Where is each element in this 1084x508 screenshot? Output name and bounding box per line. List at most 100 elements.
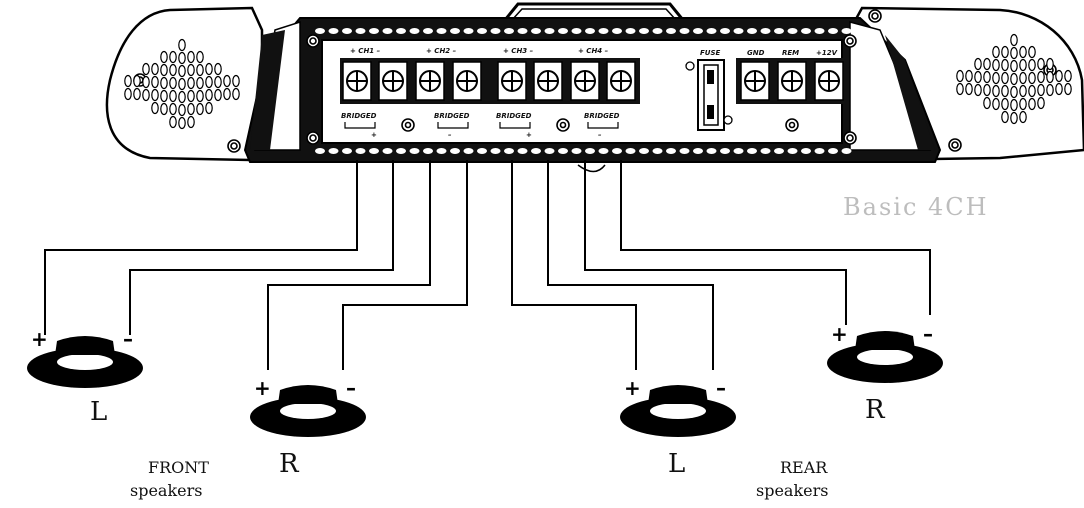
vent-hole [187, 76, 195, 90]
vent-hole [1019, 110, 1027, 124]
speaker-rear-left: +– [620, 376, 736, 437]
chassis-hole [720, 28, 730, 34]
chassis-hole [450, 148, 460, 154]
vent-hole [1037, 57, 1045, 71]
diagram-title: Basic 4CH [843, 193, 989, 221]
chassis-hole [841, 148, 852, 154]
power-terminals [740, 61, 844, 101]
chassis-hole [463, 148, 474, 154]
chassis-hole [706, 28, 717, 34]
channel-label: + CH2 – [426, 47, 457, 55]
chassis-hole [558, 28, 568, 34]
chassis-hole [612, 28, 622, 34]
rear-right-label: R [865, 395, 886, 425]
vent-hole [1019, 97, 1027, 111]
bridge-bracket [344, 122, 376, 129]
chassis-hole [517, 28, 528, 34]
chassis-hole [760, 148, 771, 154]
chassis-hole [436, 28, 447, 34]
bridged-label: BRIDGED [341, 112, 377, 120]
chassis-hole [693, 148, 703, 154]
chassis-hole [544, 28, 555, 34]
vent-hole [151, 101, 159, 115]
chassis-hole [423, 28, 433, 34]
chassis-hole [679, 148, 690, 154]
vent-hole [992, 58, 1000, 72]
chassis-hole [531, 28, 541, 34]
vent-hole [187, 50, 195, 64]
chassis-hole [517, 148, 528, 154]
chassis-hole [679, 28, 690, 34]
chassis-hole [396, 28, 406, 34]
bridged-labels: BRIDGED+BRIDGED–BRIDGED+BRIDGED– [341, 112, 620, 139]
vent-hole [160, 102, 168, 116]
vent-hole [214, 62, 222, 76]
vent-hole [1010, 46, 1018, 60]
vent-hole [1028, 71, 1036, 85]
speaker-wire [511, 160, 637, 370]
chassis-hole [342, 28, 352, 34]
vent-hole [160, 63, 168, 77]
bridge-mark: + [526, 131, 532, 139]
vent-hole [169, 50, 177, 64]
vent-hole [1046, 70, 1054, 84]
channel-label: + CH4 – [578, 47, 609, 55]
chassis-hole [652, 148, 663, 154]
gnd-label: GND [747, 49, 765, 57]
rear-left-label: L [668, 449, 685, 479]
chassis-hole [342, 148, 352, 154]
chassis-hole [571, 148, 582, 154]
chassis-hole [396, 148, 406, 154]
vent-hole [956, 82, 964, 96]
speaker-minus-sign: – [346, 376, 356, 400]
speaker-wires [44, 160, 931, 370]
12v-label: +12V [816, 49, 838, 57]
vent-hole [974, 57, 982, 71]
vent-hole [1028, 45, 1036, 59]
vent-hole [1028, 58, 1036, 72]
vent-hole [160, 50, 168, 64]
chassis-hole [639, 148, 649, 154]
bridged-label: BRIDGED [496, 112, 532, 120]
speaker-plus-sign: + [31, 327, 48, 351]
vent-hole [1064, 69, 1072, 83]
vent-hole [1001, 45, 1009, 59]
chassis-hole [625, 148, 636, 154]
chassis-hole [436, 148, 447, 154]
vent-hole [1019, 45, 1027, 59]
speaker-wire [44, 160, 358, 335]
chassis-hole [814, 28, 825, 34]
speaker-wire [547, 160, 714, 370]
speaker-rear-right: +– [827, 322, 943, 383]
vent-hole [1001, 58, 1009, 72]
chassis-hole [450, 28, 460, 34]
rem-label: REM [782, 49, 799, 57]
front-group-line1: FRONT [148, 458, 209, 477]
chassis-hole [733, 148, 744, 154]
vent-hole [196, 89, 204, 103]
chassis-hole [598, 28, 609, 34]
chassis-hole [801, 28, 811, 34]
vent-hole [1046, 83, 1054, 97]
chassis-hole [828, 28, 838, 34]
vent-hole [187, 115, 195, 129]
chassis-hole [571, 28, 582, 34]
rear-group-line1: REAR [780, 458, 828, 477]
vent-hole [992, 45, 1000, 59]
chassis-hole [693, 28, 703, 34]
chassis-hole [747, 28, 757, 34]
vent-hole [178, 77, 186, 91]
speakers: +–+–+–+– [27, 322, 943, 437]
vent-hole [965, 82, 973, 96]
chassis-hole [787, 28, 798, 34]
chassis-hole [490, 28, 501, 34]
vent-hole [124, 87, 132, 101]
chassis-holes [315, 28, 852, 154]
vent-hole [1010, 72, 1018, 86]
amp-handle [503, 2, 685, 21]
chassis-hole [490, 148, 501, 154]
vent-hole [1019, 71, 1027, 85]
vent-hole [974, 70, 982, 84]
vent-hole [1037, 70, 1045, 84]
